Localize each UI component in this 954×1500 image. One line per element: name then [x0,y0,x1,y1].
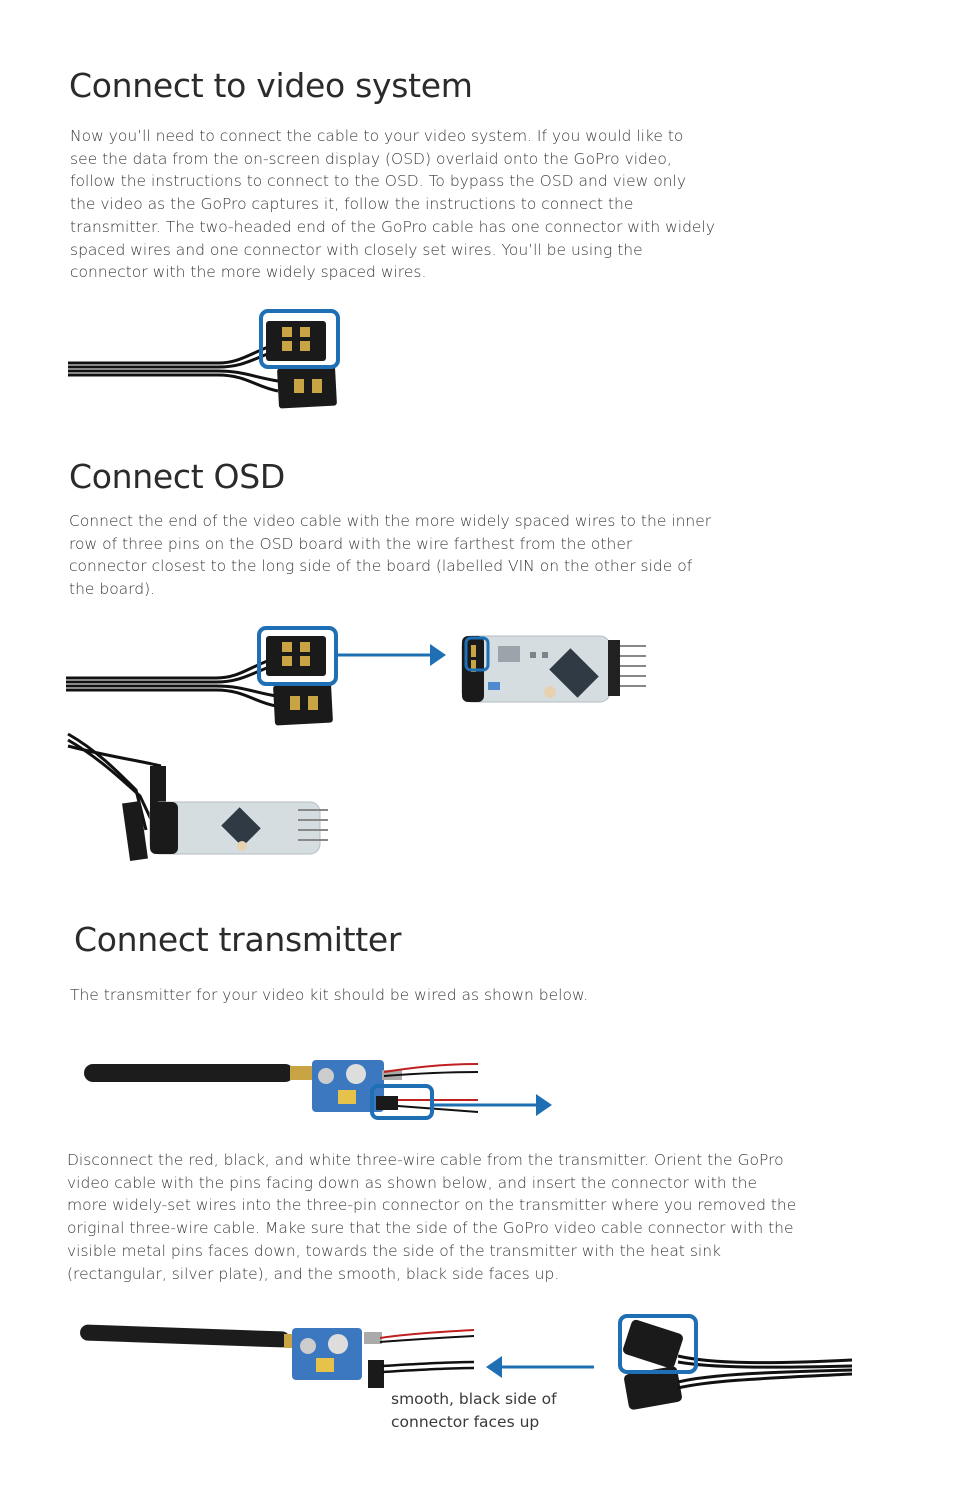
transmitter-figure [84,1060,479,1120]
arrow-right-icon [336,644,446,666]
highlight-box [618,1314,698,1374]
caption-line-1: smooth, black side of [391,1390,557,1408]
highlight-box [464,636,490,672]
arrow-right-icon [432,1094,552,1116]
osd-board-figure [461,635,646,703]
gopro-connector-figure [618,1314,853,1410]
caption-line-2: connector faces up [391,1412,540,1431]
transmitter-instructions-paragraph: Disconnect the red, black, and white thr… [67,1151,797,1283]
connect-osd-paragraph: Connect the end of the video cable with … [69,512,712,599]
highlight-box [259,309,340,369]
osd-connected-figure [67,732,328,861]
transmitter-intro-paragraph: The transmitter for your video kit shoul… [70,986,589,1004]
arrow-left-icon [486,1356,594,1378]
connector-caption: smooth, black side of connector faces up [391,1388,557,1433]
section-title-video-system: Connect to video system [69,66,473,105]
transmitter-connected-figure [80,1324,475,1388]
section-title-connect-osd: Connect OSD [69,457,285,496]
osd-cable-figure [66,626,338,726]
highlight-box [370,1084,434,1120]
video-system-paragraph: Now you’ll need to connect the cable to … [70,127,715,282]
section-title-connect-transmitter: Connect transmitter [74,920,402,959]
gopro-cable-figure [68,309,340,409]
